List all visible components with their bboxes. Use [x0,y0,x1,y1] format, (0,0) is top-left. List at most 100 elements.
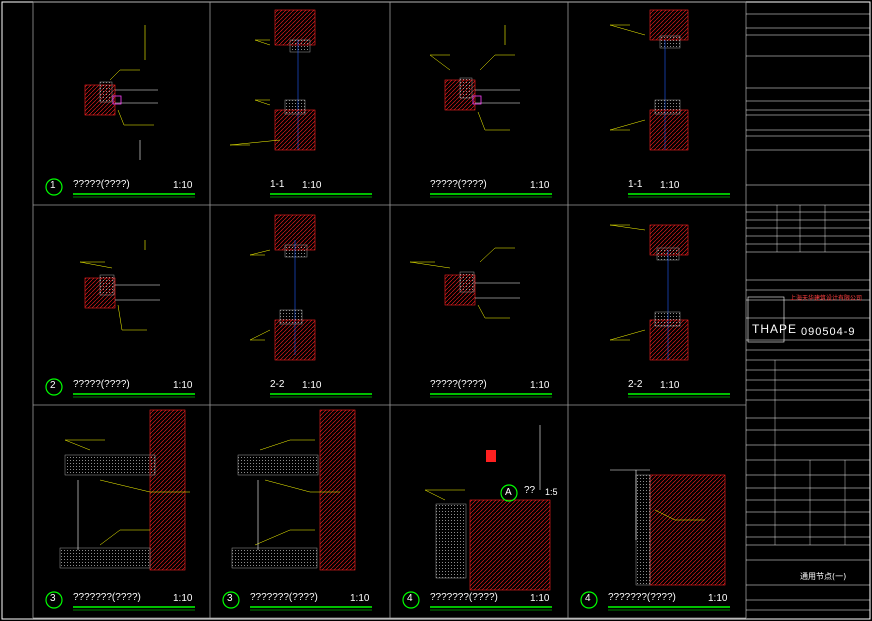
panel-title: ???????(????) [608,592,676,603]
leader-line [654,509,676,521]
wall-hatch [274,9,316,46]
leader-line [79,261,113,269]
wall-hatch [649,474,726,586]
panel-number: 3 [50,593,56,604]
leader-line [99,479,151,493]
panel-number-circle [45,591,63,609]
panel-scale: 1:10 [302,180,322,191]
leader-line [117,109,125,126]
insulation [231,547,318,569]
panel-scale: 1:10 [530,380,550,391]
insulation [459,271,475,293]
leader-line [259,439,291,451]
wall-hatch [469,499,551,591]
panel-scale: 1:10 [530,180,550,191]
leader-line [64,439,91,451]
panel-title: 2-2 [628,379,643,390]
panel-number-circle [45,378,63,396]
panel-title: ???????(????) [73,592,141,603]
leader-line [479,54,496,71]
panel-scale: 1:10 [302,380,322,391]
wall-hatch [274,109,316,151]
red-block [486,450,496,462]
leader-line [409,261,451,269]
panel-number-circle [402,591,420,609]
panel-scale: 1:10 [173,180,193,191]
insulation [284,99,306,115]
leader-line [424,489,446,501]
panel-title: ???????(????) [250,592,318,603]
panel-title: 2-2 [270,379,285,390]
panel-title: 1-1 [270,179,285,190]
insulation [635,474,651,586]
panel-number-circle [45,178,63,196]
wall-hatch [149,409,186,571]
insulation [99,274,115,296]
leader-line [109,69,121,81]
leader-line [609,24,646,36]
panel-scale: 1:10 [530,593,550,604]
wall-hatch [649,319,689,361]
window-frame [472,95,482,105]
insulation [289,39,311,53]
insulation [59,547,151,569]
leader-line [429,54,451,71]
sheet-title: 通用节点(一) [800,572,847,581]
callout-a-letter: A [505,487,512,498]
insulation [237,454,319,476]
panel-title: ?????(????) [73,179,130,190]
panel-number: 4 [407,593,413,604]
insulation [64,454,156,476]
leader-line [609,119,646,131]
leader-line [249,249,271,256]
panel-title: ?????(????) [73,379,130,390]
leader-line [264,479,311,493]
leader-line [99,529,121,546]
callout-a-scale: 1:5 [545,487,558,497]
callout-a-text: ?? [524,485,536,496]
logo-box [747,296,785,343]
insulation [654,99,681,115]
panel-scale: 1:10 [660,180,680,191]
panel-scale: 1:10 [708,593,728,604]
panel-number: 4 [585,593,591,604]
leader-line [477,111,486,131]
panel-title: 1-1 [628,179,643,190]
insulation [459,77,473,99]
panel-number: 2 [50,380,56,391]
insulation [659,35,681,49]
wall-hatch [274,319,316,361]
leader-line [609,224,646,231]
leader-line [609,329,646,341]
insulation [654,311,681,327]
insulation [284,244,308,258]
panel-title: ???????(????) [430,592,498,603]
panel-scale: 1:10 [660,380,680,391]
callout-circle [500,484,518,502]
wall-hatch [649,109,689,151]
title-block [746,13,870,611]
leader-line [477,304,486,319]
company-name: 上海天华建筑设计有限公司 [790,295,863,302]
panel-number: 1 [50,180,56,191]
drawing-number: 090504-9 [801,326,856,338]
leader-line [254,99,271,106]
insulation [99,81,113,103]
leader-line [117,304,123,331]
detail-drawings [45,9,730,611]
panel-scale: 1:10 [173,380,193,391]
leader-line [229,139,281,146]
window-frame [112,95,122,105]
panel-number-circle [222,591,240,609]
wall-hatch [649,9,689,41]
panel-scale: 1:10 [173,593,193,604]
panel-title: ?????(????) [430,379,487,390]
panel-title: ?????(????) [430,179,487,190]
leader-line [249,329,271,341]
panel-number: 3 [227,593,233,604]
insulation [279,309,303,325]
insulation [435,503,467,579]
leader-line [254,529,291,546]
